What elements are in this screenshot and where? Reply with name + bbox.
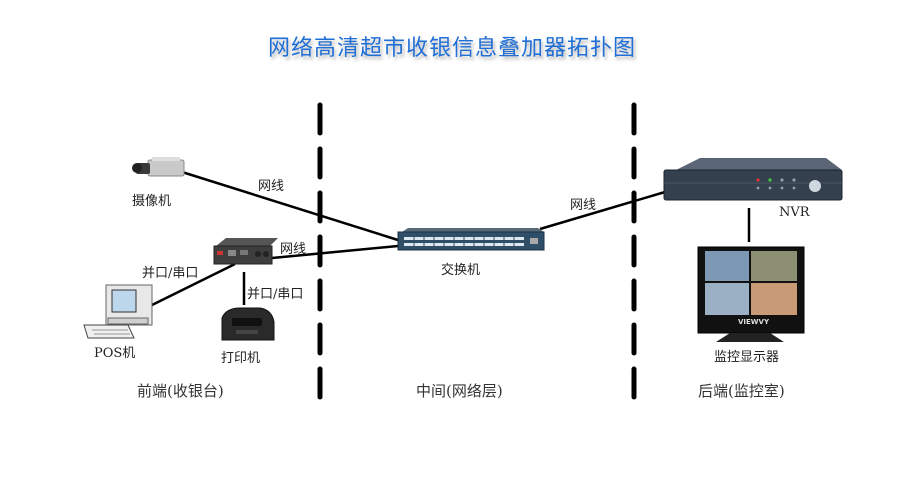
switch-icon[interactable]: [397, 228, 545, 251]
pos-computer-icon[interactable]: [83, 284, 153, 339]
link-label-pos-overlay: 并口/串口: [142, 266, 199, 281]
link-label-switch-nvr: 网线: [570, 198, 597, 213]
printer-icon[interactable]: [221, 307, 275, 341]
zone-label-middle: 中间(网络层): [416, 382, 503, 400]
nvr-label: NVR: [779, 205, 810, 220]
link-label-printer-overlay: 并口/串口: [247, 287, 304, 302]
wire-camera-switch: [181, 170, 399, 242]
switch-label: 交换机: [441, 263, 481, 278]
pos-label: POS机: [94, 346, 136, 361]
wire-switch-nvr: [539, 190, 666, 231]
zone-label-front: 前端(收银台): [137, 382, 224, 400]
camera-icon[interactable]: [132, 157, 185, 177]
monitor-label: 监控显示器: [714, 350, 780, 365]
link-label-camera-switch: 网线: [258, 179, 285, 194]
overlay-device-icon[interactable]: [213, 238, 278, 265]
diagram-title: 网络高清超市收银信息叠加器拓扑图: [267, 36, 636, 61]
nvr-icon[interactable]: [663, 158, 843, 201]
camera-label: 摄像机: [132, 194, 172, 209]
wire-overlay-switch: [271, 244, 399, 260]
monitor-brand: VIEWVY: [738, 318, 770, 326]
printer-label: 打印机: [221, 351, 261, 366]
monitor-icon[interactable]: [697, 246, 805, 342]
wire-pos-overlay: [151, 262, 236, 307]
zone-label-back: 后端(监控室): [698, 382, 785, 400]
link-label-overlay-switch: 网线: [280, 242, 307, 257]
